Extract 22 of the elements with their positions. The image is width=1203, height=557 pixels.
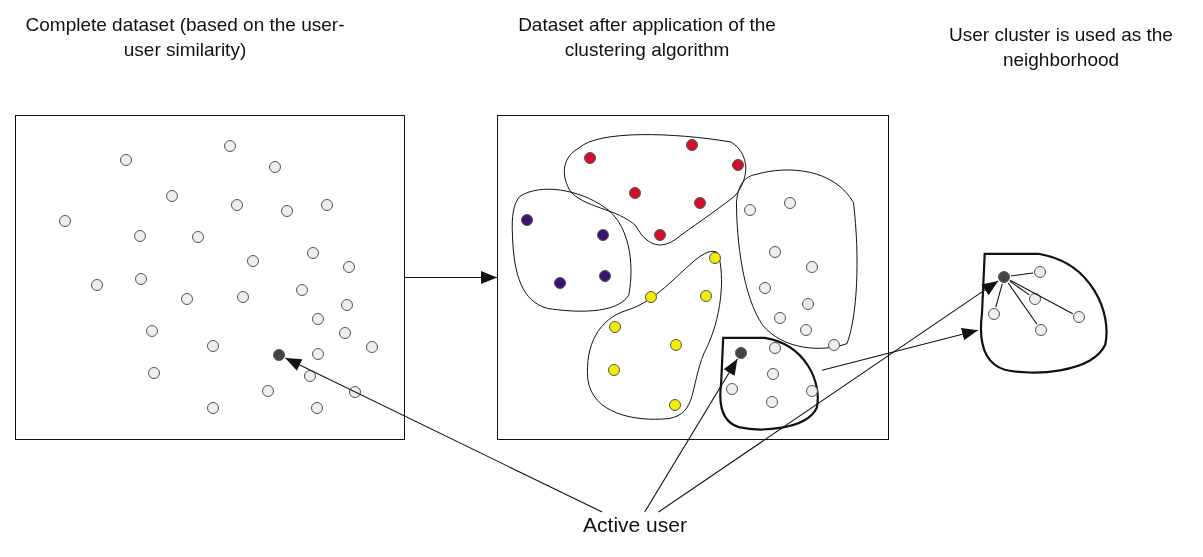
connector-line [1009, 280, 1030, 296]
active-user-dot [273, 349, 285, 361]
arrow [644, 358, 738, 513]
connector-line [1010, 272, 1034, 277]
arrow [284, 357, 603, 513]
user-dot [1029, 293, 1041, 305]
active-user-dot [998, 271, 1010, 283]
user-dot [988, 308, 1000, 320]
connector-line [1007, 282, 1038, 325]
callout-text: Active user [565, 512, 705, 544]
connector-line [1009, 279, 1074, 315]
user-dot [1073, 311, 1085, 323]
user-dot [1034, 266, 1046, 278]
arrow [657, 280, 999, 513]
active-user-dot [735, 347, 747, 359]
panel-title: Complete dataset (based on the user-user similarity) [24, 13, 346, 62]
panel-title: Dataset after application of the clustering algorithm [517, 13, 777, 62]
arrow [404, 271, 498, 284]
user-dot [1035, 324, 1047, 336]
connector-line [995, 283, 1003, 308]
arrow [821, 327, 979, 371]
panel-title: User cluster is used as the neighborhood [948, 23, 1174, 72]
